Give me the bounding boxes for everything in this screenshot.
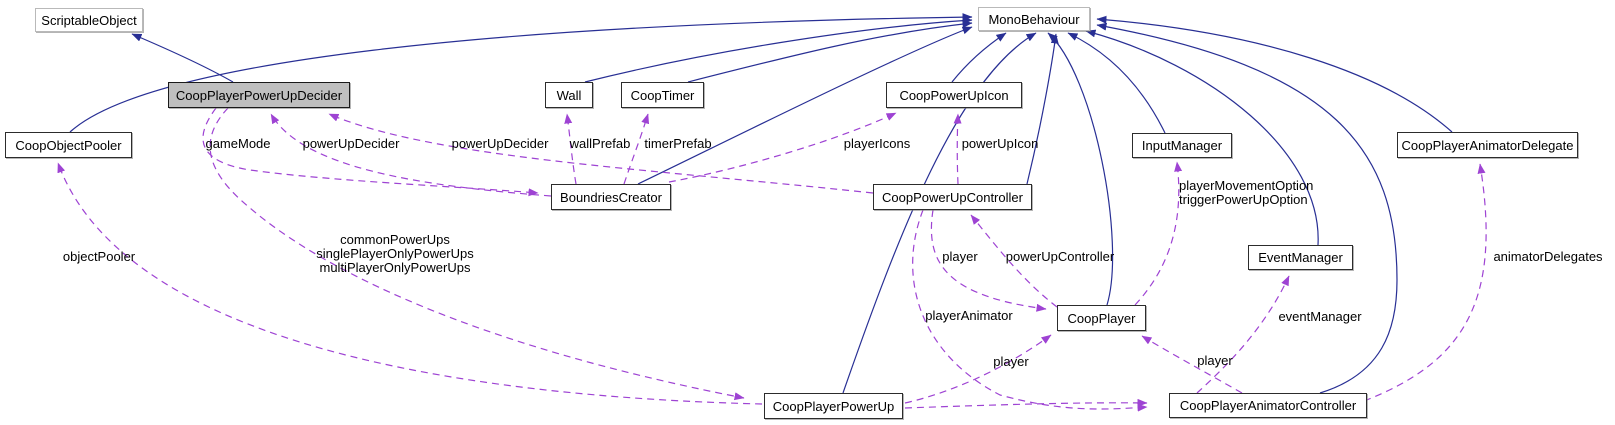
edge-usage-powerupcontroller <box>970 214 1058 308</box>
edge-inherit-boundriescreator-monobehaviour <box>637 26 973 185</box>
node-inputmanager[interactable]: InputManager <box>1132 133 1232 158</box>
edge-inherit-coopowerupicon-monobehaviour <box>951 32 1007 83</box>
node-coopowerupicon[interactable]: CoopPowerUpIcon <box>886 82 1022 108</box>
edge-usage-playericons <box>668 112 897 183</box>
usage-edges <box>57 107 1487 412</box>
edge-usage-gamemode <box>270 113 552 197</box>
edge-inherit-coopplayerpowerup-monobehaviour <box>842 32 1037 394</box>
edge-usage-animatordelegates <box>1363 163 1487 402</box>
edge-inherit-cooptimer-monobehaviour <box>687 20 973 83</box>
edge-inherit-coopplayer-monobehaviour <box>1047 32 1114 306</box>
edge-usage-inputoptions <box>1134 161 1183 306</box>
edge-usage-eventmanager <box>1196 275 1290 394</box>
node-coopowerupcontroller[interactable]: CoopPowerUpController <box>873 184 1032 210</box>
edge-usage-player-powerup-to-player <box>904 334 1052 404</box>
edge-inherit-eventmanager-monobehaviour <box>1085 29 1319 246</box>
edge-usage-powerupdecider-from-controller <box>328 113 874 194</box>
edge-usage-poweruplists <box>209 107 745 401</box>
node-cooptimer[interactable]: CoopTimer <box>621 82 704 108</box>
node-coopplayeranimatorcontroller[interactable]: CoopPlayerAnimatorController <box>1169 393 1367 418</box>
edge-usage-objectpooler <box>57 162 763 405</box>
node-coopplayer[interactable]: CoopPlayer <box>1057 305 1146 331</box>
inheritance-edges <box>69 13 1453 394</box>
edge-usage-player-animctrl-to-player <box>1141 335 1243 394</box>
node-boundriescreator[interactable]: BoundriesCreator <box>551 184 671 210</box>
edge-usage-player-controller-to-player <box>930 209 1047 312</box>
edge-usage-decider-boundriescreator <box>202 107 539 197</box>
node-scriptableobject[interactable]: ScriptableObject <box>35 8 143 32</box>
node-monobehaviour[interactable]: MonoBehaviour <box>978 7 1090 31</box>
node-coopplayerpowerup[interactable]: CoopPlayerPowerUp <box>764 393 903 419</box>
edge-inherit-coopplayeranimatorcontroller-monobehaviour <box>1096 22 1398 394</box>
node-eventmanager[interactable]: EventManager <box>1248 245 1353 270</box>
edge-usage-wallprefab <box>564 113 577 185</box>
node-coopplayeranimatordelegate[interactable]: CoopPlayerAnimatorDelegate <box>1397 132 1578 158</box>
node-coopobjectpooler[interactable]: CoopObjectPooler <box>5 132 132 158</box>
node-wall[interactable]: Wall <box>545 82 593 108</box>
edge-inherit-coopplayeranimatordelegate-monobehaviour <box>1096 15 1453 133</box>
edge-usage-timerprefab <box>623 113 650 185</box>
node-coopplayerpowerupdecider[interactable]: CoopPlayerPowerUpDecider <box>168 82 350 108</box>
edge-inherit-decider-scriptableobject <box>131 33 234 83</box>
edge-inherit-coopowerupcontroller-monobehaviour <box>1026 33 1059 185</box>
edge-inherit-coopobjectpooler-monobehaviour <box>69 13 973 133</box>
edge-usage-powerupicon <box>953 113 962 185</box>
edge-usage-playeranimator <box>912 209 1148 412</box>
edge-usage-powerup-animatorcontroller <box>904 398 1148 409</box>
edge-inherit-inputmanager-monobehaviour <box>1067 32 1166 134</box>
edge-inherit-wall-monobehaviour <box>584 16 973 83</box>
